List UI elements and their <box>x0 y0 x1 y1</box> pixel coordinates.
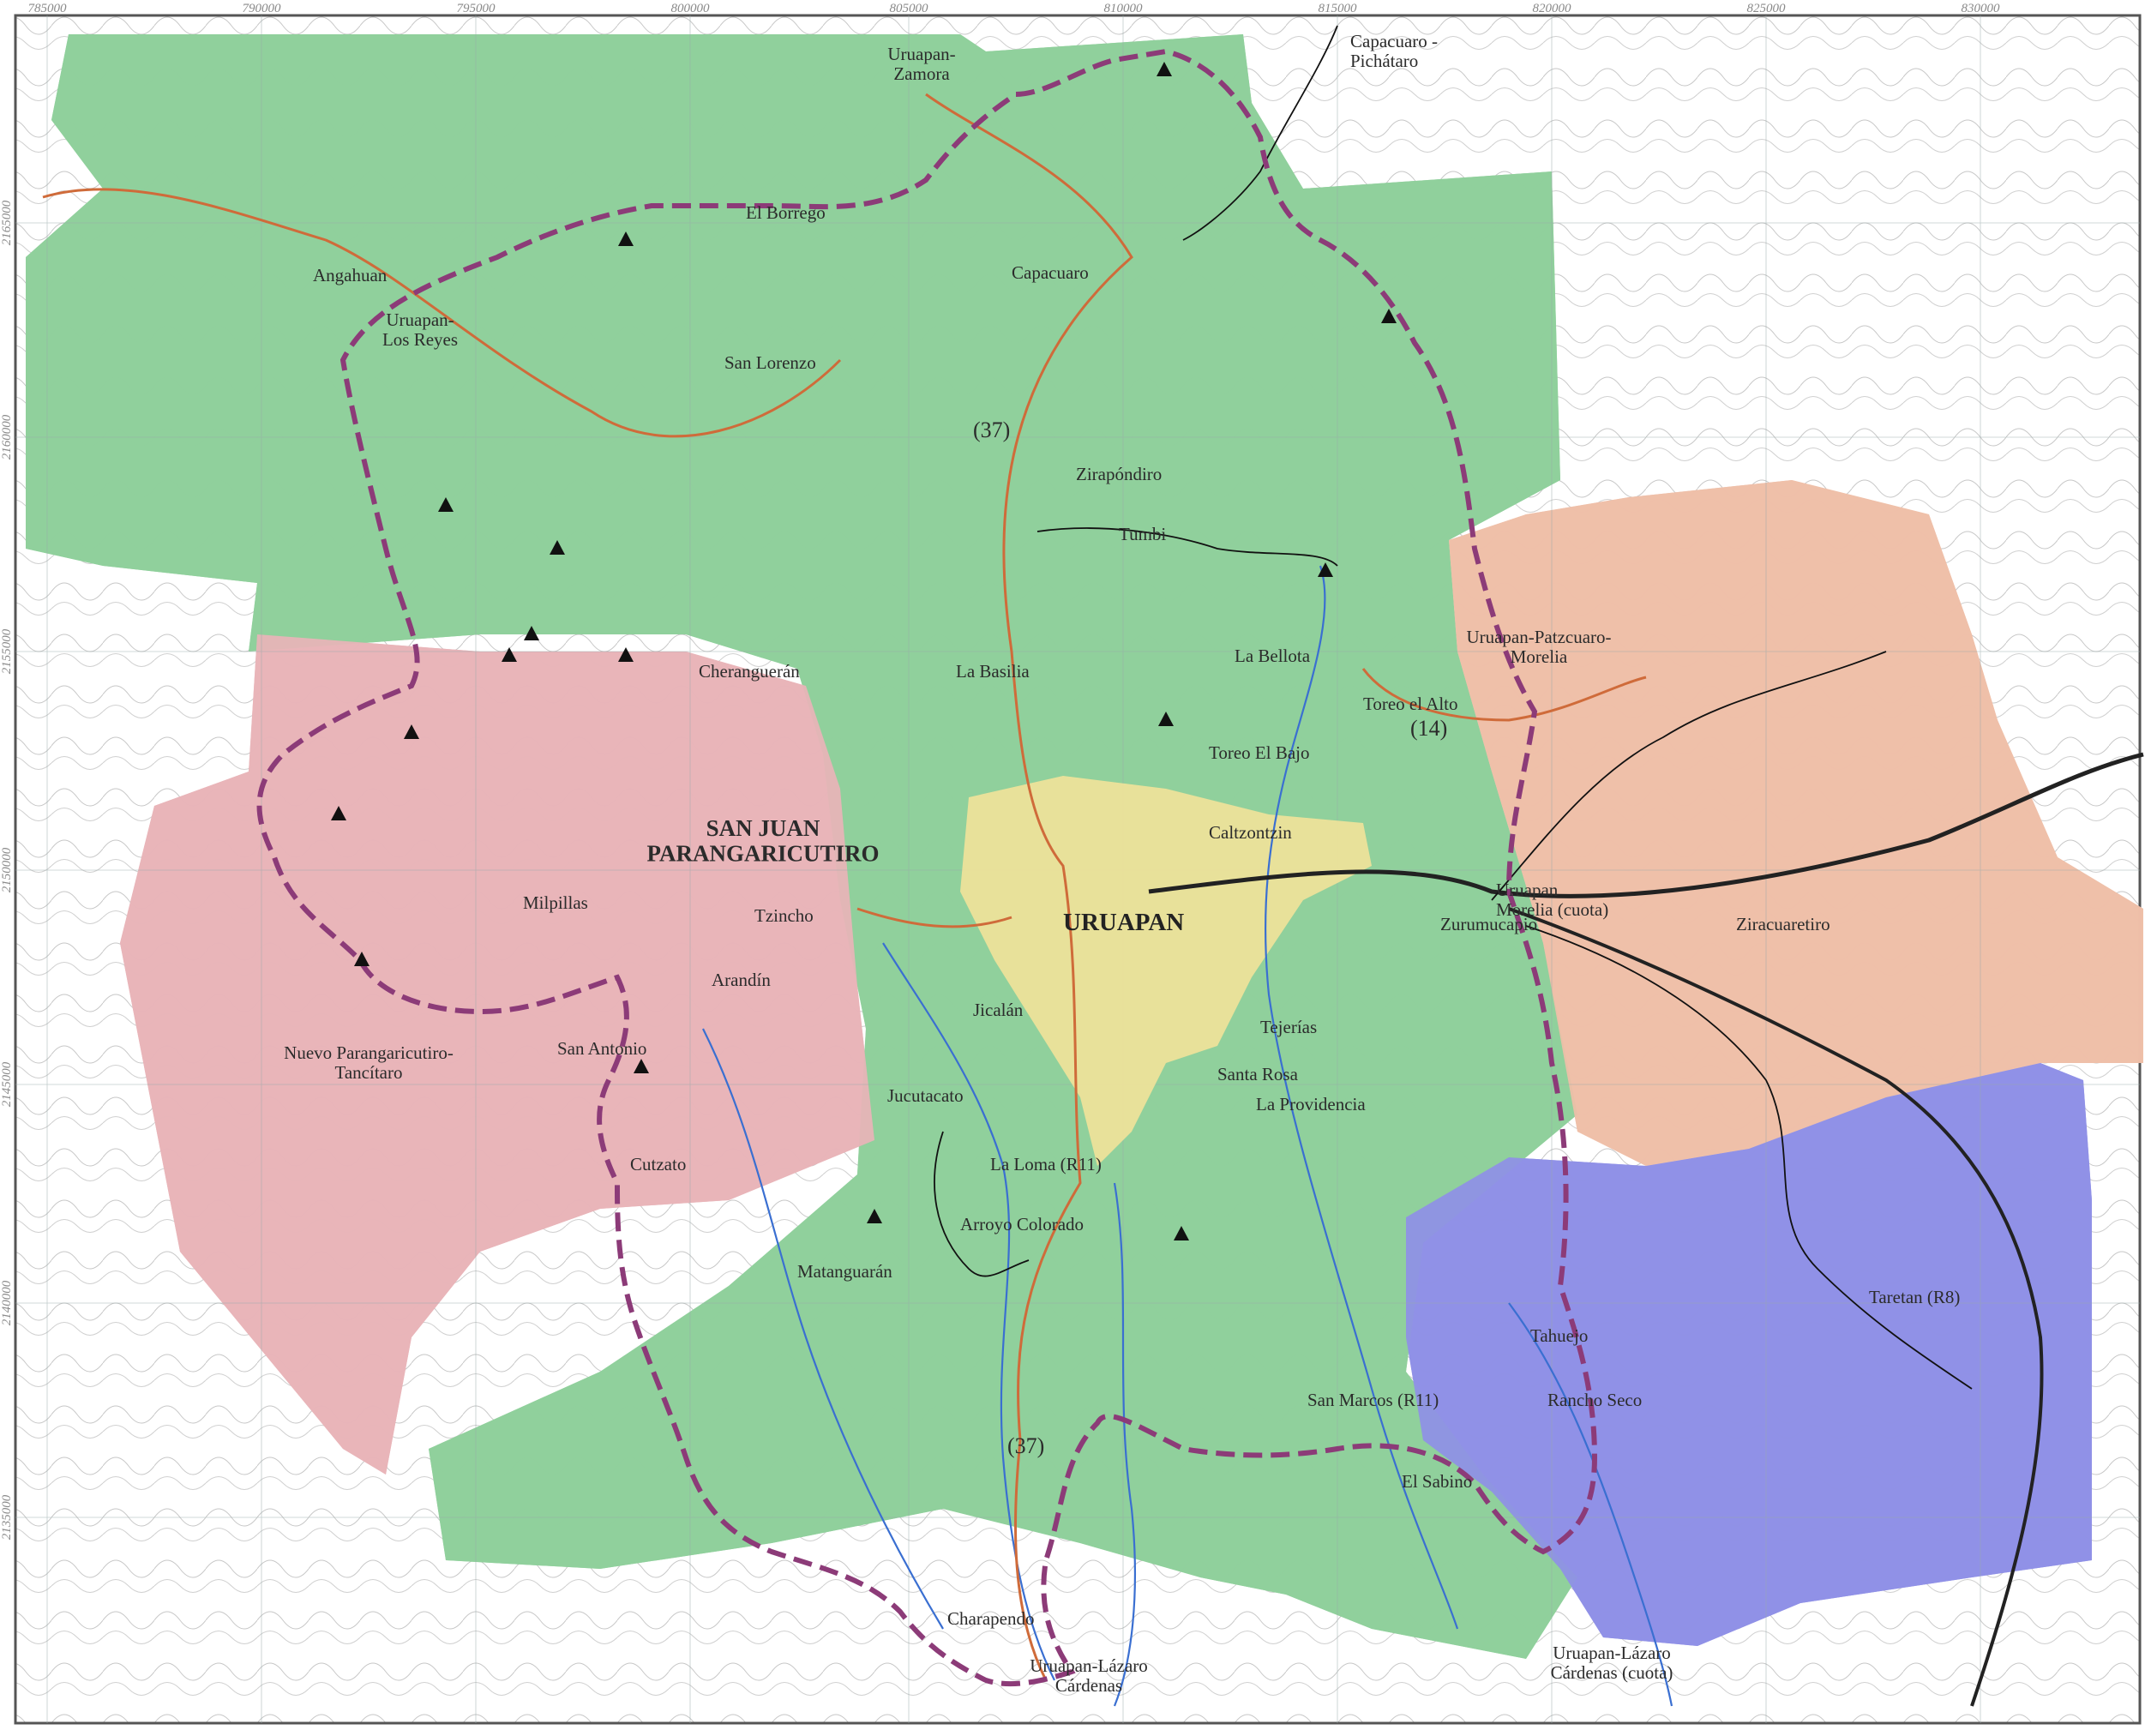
volcano-peaks <box>331 62 1397 1240</box>
grid-tick-y: 2155000 <box>0 628 14 674</box>
grid-tick-x: 790000 <box>243 2 282 15</box>
secondary-roads <box>934 25 1973 1390</box>
volcano-peak-icon <box>550 540 565 555</box>
coordinate-grid <box>15 15 2140 1723</box>
grid-tick-y: 2165000 <box>0 200 14 245</box>
label-santa-rosa: Santa Rosa <box>1217 1064 1299 1084</box>
rivers <box>702 565 1673 1707</box>
label-route-37-south: (37) <box>1007 1433 1044 1458</box>
volcano-peak-icon <box>404 724 419 739</box>
label-san-marcos: San Marcos (R11) <box>1307 1390 1439 1410</box>
grid-tick-x: 820000 <box>1533 2 1572 15</box>
grid-tick-y: 2160000 <box>0 414 14 460</box>
grid-tick-y: 2145000 <box>0 1061 14 1107</box>
label-arroyo-colorado: Arroyo Colorado <box>960 1214 1084 1234</box>
label-angahuan: Angahuan <box>313 265 388 285</box>
label-la-loma: La Loma (R11) <box>990 1154 1102 1174</box>
grid-tick-x: 795000 <box>457 2 496 15</box>
label-el-borrego: El Borrego <box>746 202 826 223</box>
label-tejerias: Tejerías <box>1260 1017 1317 1037</box>
volcano-peak-icon <box>438 497 454 512</box>
label-san-antonio: San Antonio <box>557 1038 646 1059</box>
label-jicalan: Jicalán <box>973 1000 1024 1020</box>
grid-tick-x: 810000 <box>1104 2 1144 15</box>
label-rancho-seco: Rancho Seco <box>1547 1390 1642 1410</box>
label-cheranguerán: Cheranguerán <box>699 661 800 682</box>
label-tzincho: Tzincho <box>754 905 814 926</box>
grid-tick-x: 805000 <box>890 2 929 15</box>
grid-tick-x: 815000 <box>1319 2 1358 15</box>
label-toreo-el-bajo: Toreo El Bajo <box>1209 742 1310 763</box>
label-toreo-el-alto: Toreo el Alto <box>1363 694 1458 714</box>
railway <box>1148 752 2144 1707</box>
volcano-peak-icon <box>1381 309 1397 323</box>
volcano-peak-icon <box>1158 712 1174 726</box>
highways <box>42 93 1647 1681</box>
grid-tick-x: 825000 <box>1747 2 1787 15</box>
volcano-peak-icon <box>502 647 517 662</box>
municipal-boundary <box>256 48 1598 1687</box>
volcano-peak-icon <box>331 806 346 820</box>
label-zurumucapio: Zurumucapio <box>1440 914 1537 934</box>
label-route-14: (14) <box>1410 716 1447 741</box>
grid-tick-y: 2135000 <box>0 1494 14 1540</box>
place-labels: Capacuaro -Pichátaro Uruapan-ZamoraAngahu… <box>284 31 1960 1696</box>
label-milpillas: Milpillas <box>523 892 588 913</box>
label-la-bellota: La Bellota <box>1235 646 1311 666</box>
volcano-peak-icon <box>618 231 634 246</box>
label-san-lorenzo: San Lorenzo <box>724 352 816 373</box>
volcano-peak-icon <box>867 1209 882 1223</box>
volcano-peak-icon <box>524 626 539 640</box>
label-route-37-north: (37) <box>973 417 1010 442</box>
grid-tick-x: 830000 <box>1962 2 2001 15</box>
label-zirapondiro: Zirapóndiro <box>1076 464 1162 484</box>
label-tahuejo: Tahuejo <box>1530 1325 1588 1346</box>
label-uruapan-patzcuaro-morelia: Uruapan-Patzcuaro-Morelia <box>1466 627 1611 667</box>
label-uruapan-city: URUAPAN <box>1063 909 1184 936</box>
grid-labels: 785000 790000 795000 800000 805000 810000 8150… <box>0 2 2000 1540</box>
label-uruapan-los-reyes: Uruapan-Los Reyes <box>382 309 458 350</box>
label-la-basilia: La Basilia <box>956 661 1030 682</box>
volcano-peak-icon <box>1318 562 1333 577</box>
grid-tick-x: 785000 <box>28 2 68 15</box>
label-tumbi: Tumbi <box>1119 524 1166 544</box>
label-capacuaro: Capacuaro <box>1012 262 1089 283</box>
label-nuevo-parangaricutiro-tancitaro: Nuevo Parangaricutiro-Tancítaro <box>284 1042 454 1083</box>
grid-tick-x: 800000 <box>671 2 711 15</box>
volcano-peak-icon <box>354 952 370 966</box>
label-arandin: Arandín <box>712 970 771 990</box>
volcano-peak-icon <box>634 1059 649 1073</box>
label-capacuaro-pichataro: Capacuaro -Pichátaro <box>1350 31 1438 71</box>
label-caltzontzin: Caltzontzin <box>1209 822 1292 843</box>
volcano-peak-icon <box>618 647 634 662</box>
label-jucutacato: Jucutacato <box>887 1085 964 1106</box>
label-cutzato: Cutzato <box>630 1154 686 1174</box>
volcano-peak-icon <box>1157 62 1172 76</box>
volcano-peak-icon <box>1174 1226 1189 1240</box>
label-taretan: Taretan (R8) <box>1869 1287 1960 1307</box>
label-la-providencia: La Providencia <box>1256 1094 1366 1114</box>
label-el-sabino: El Sabino <box>1402 1471 1472 1492</box>
grid-tick-y: 2150000 <box>0 847 14 892</box>
label-charapendo: Charapendo <box>947 1608 1034 1629</box>
label-matanguaran: Matanguarán <box>797 1261 892 1282</box>
grid-tick-y: 2140000 <box>0 1280 14 1325</box>
map-frame <box>14 14 2142 1725</box>
label-uruapan-zamora: Uruapan-Zamora <box>887 44 955 84</box>
label-ziracuaretiro: Ziracuaretiro <box>1736 914 1830 934</box>
